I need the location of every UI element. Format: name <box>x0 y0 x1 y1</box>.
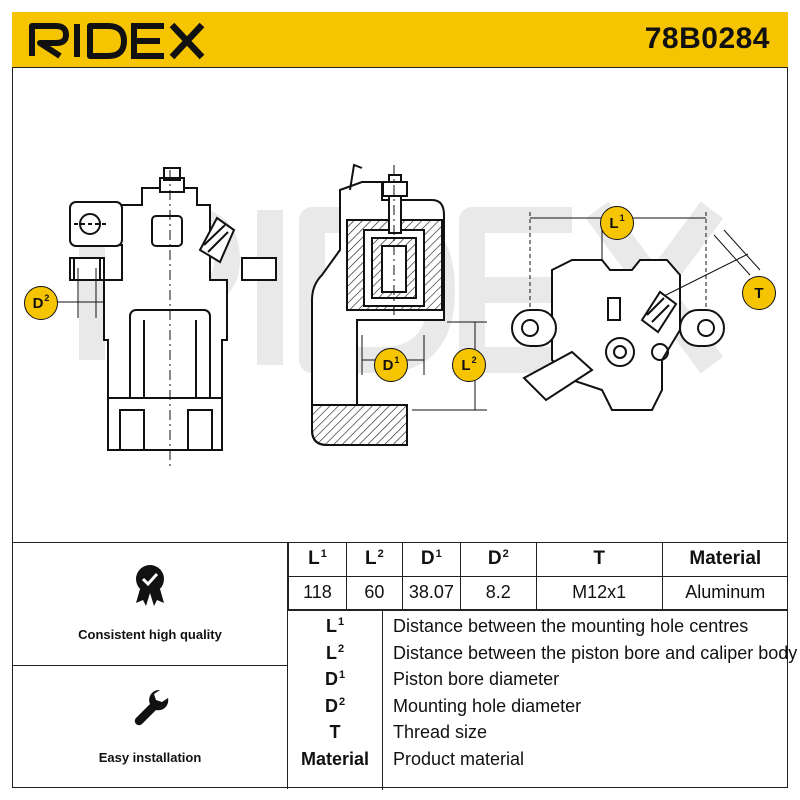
spec-value-row: 118 60 38.07 8.2 M12x1 Aluminum <box>288 575 788 610</box>
feature-label: Easy installation <box>98 750 202 765</box>
spec-value-l2: 60 <box>345 575 403 610</box>
feature-installation: Easy installation <box>12 666 288 789</box>
spec-value-d2: 8.2 <box>459 575 537 610</box>
info-section: Consistent high quality Easy installatio… <box>12 542 798 790</box>
spec-value-d1: 38.07 <box>401 575 461 610</box>
legend-row-d2: D2 Mounting hole diameter <box>324 695 582 716</box>
header-bar: 78B0284 <box>12 12 788 68</box>
spec-header-l2: L2 <box>345 543 403 577</box>
badge-t: T <box>742 276 776 310</box>
ridex-logo <box>29 22 205 60</box>
feature-label: Consistent high quality <box>78 627 222 642</box>
caliper-drawing <box>52 163 761 470</box>
spec-header-t: T <box>535 543 663 577</box>
legend-row-l2: L2 Distance between the piston bore and … <box>325 642 798 663</box>
spec-header-row: L1 L2 D1 D2 T Material <box>288 543 788 577</box>
spec-value-material: Aluminum <box>661 575 788 610</box>
legend-row-t: T Thread size <box>329 722 488 742</box>
spec-header-material: Material <box>661 543 788 577</box>
feature-column: Consistent high quality Easy installatio… <box>12 543 288 789</box>
spec-header-d1: D1 <box>401 543 461 577</box>
dimension-legend: L1 Distance between the mounting hole ce… <box>288 610 798 790</box>
spec-header-l1: L1 <box>288 543 347 577</box>
rear-view <box>511 212 761 411</box>
legend-divider <box>382 611 383 790</box>
front-view <box>52 167 277 470</box>
legend-row-material: Material Product material <box>300 748 525 769</box>
spec-header-d2: D2 <box>459 543 537 577</box>
spec-value-l1: 118 <box>288 575 347 610</box>
quality-badge-icon <box>136 565 164 606</box>
spec-value-t: M12x1 <box>535 575 663 610</box>
feature-quality: Consistent high quality <box>12 543 288 666</box>
legend-row-d1: D1 Piston bore diameter <box>324 669 560 689</box>
legend-row-l1: L1 Distance between the mounting hole ce… <box>325 616 749 636</box>
wrench-icon <box>134 689 169 726</box>
section-view <box>311 163 487 446</box>
spec-table: L1 L2 D1 D2 T Material 118 60 38.07 8.2 … <box>288 543 788 610</box>
part-number: 78B0284 <box>644 22 770 55</box>
